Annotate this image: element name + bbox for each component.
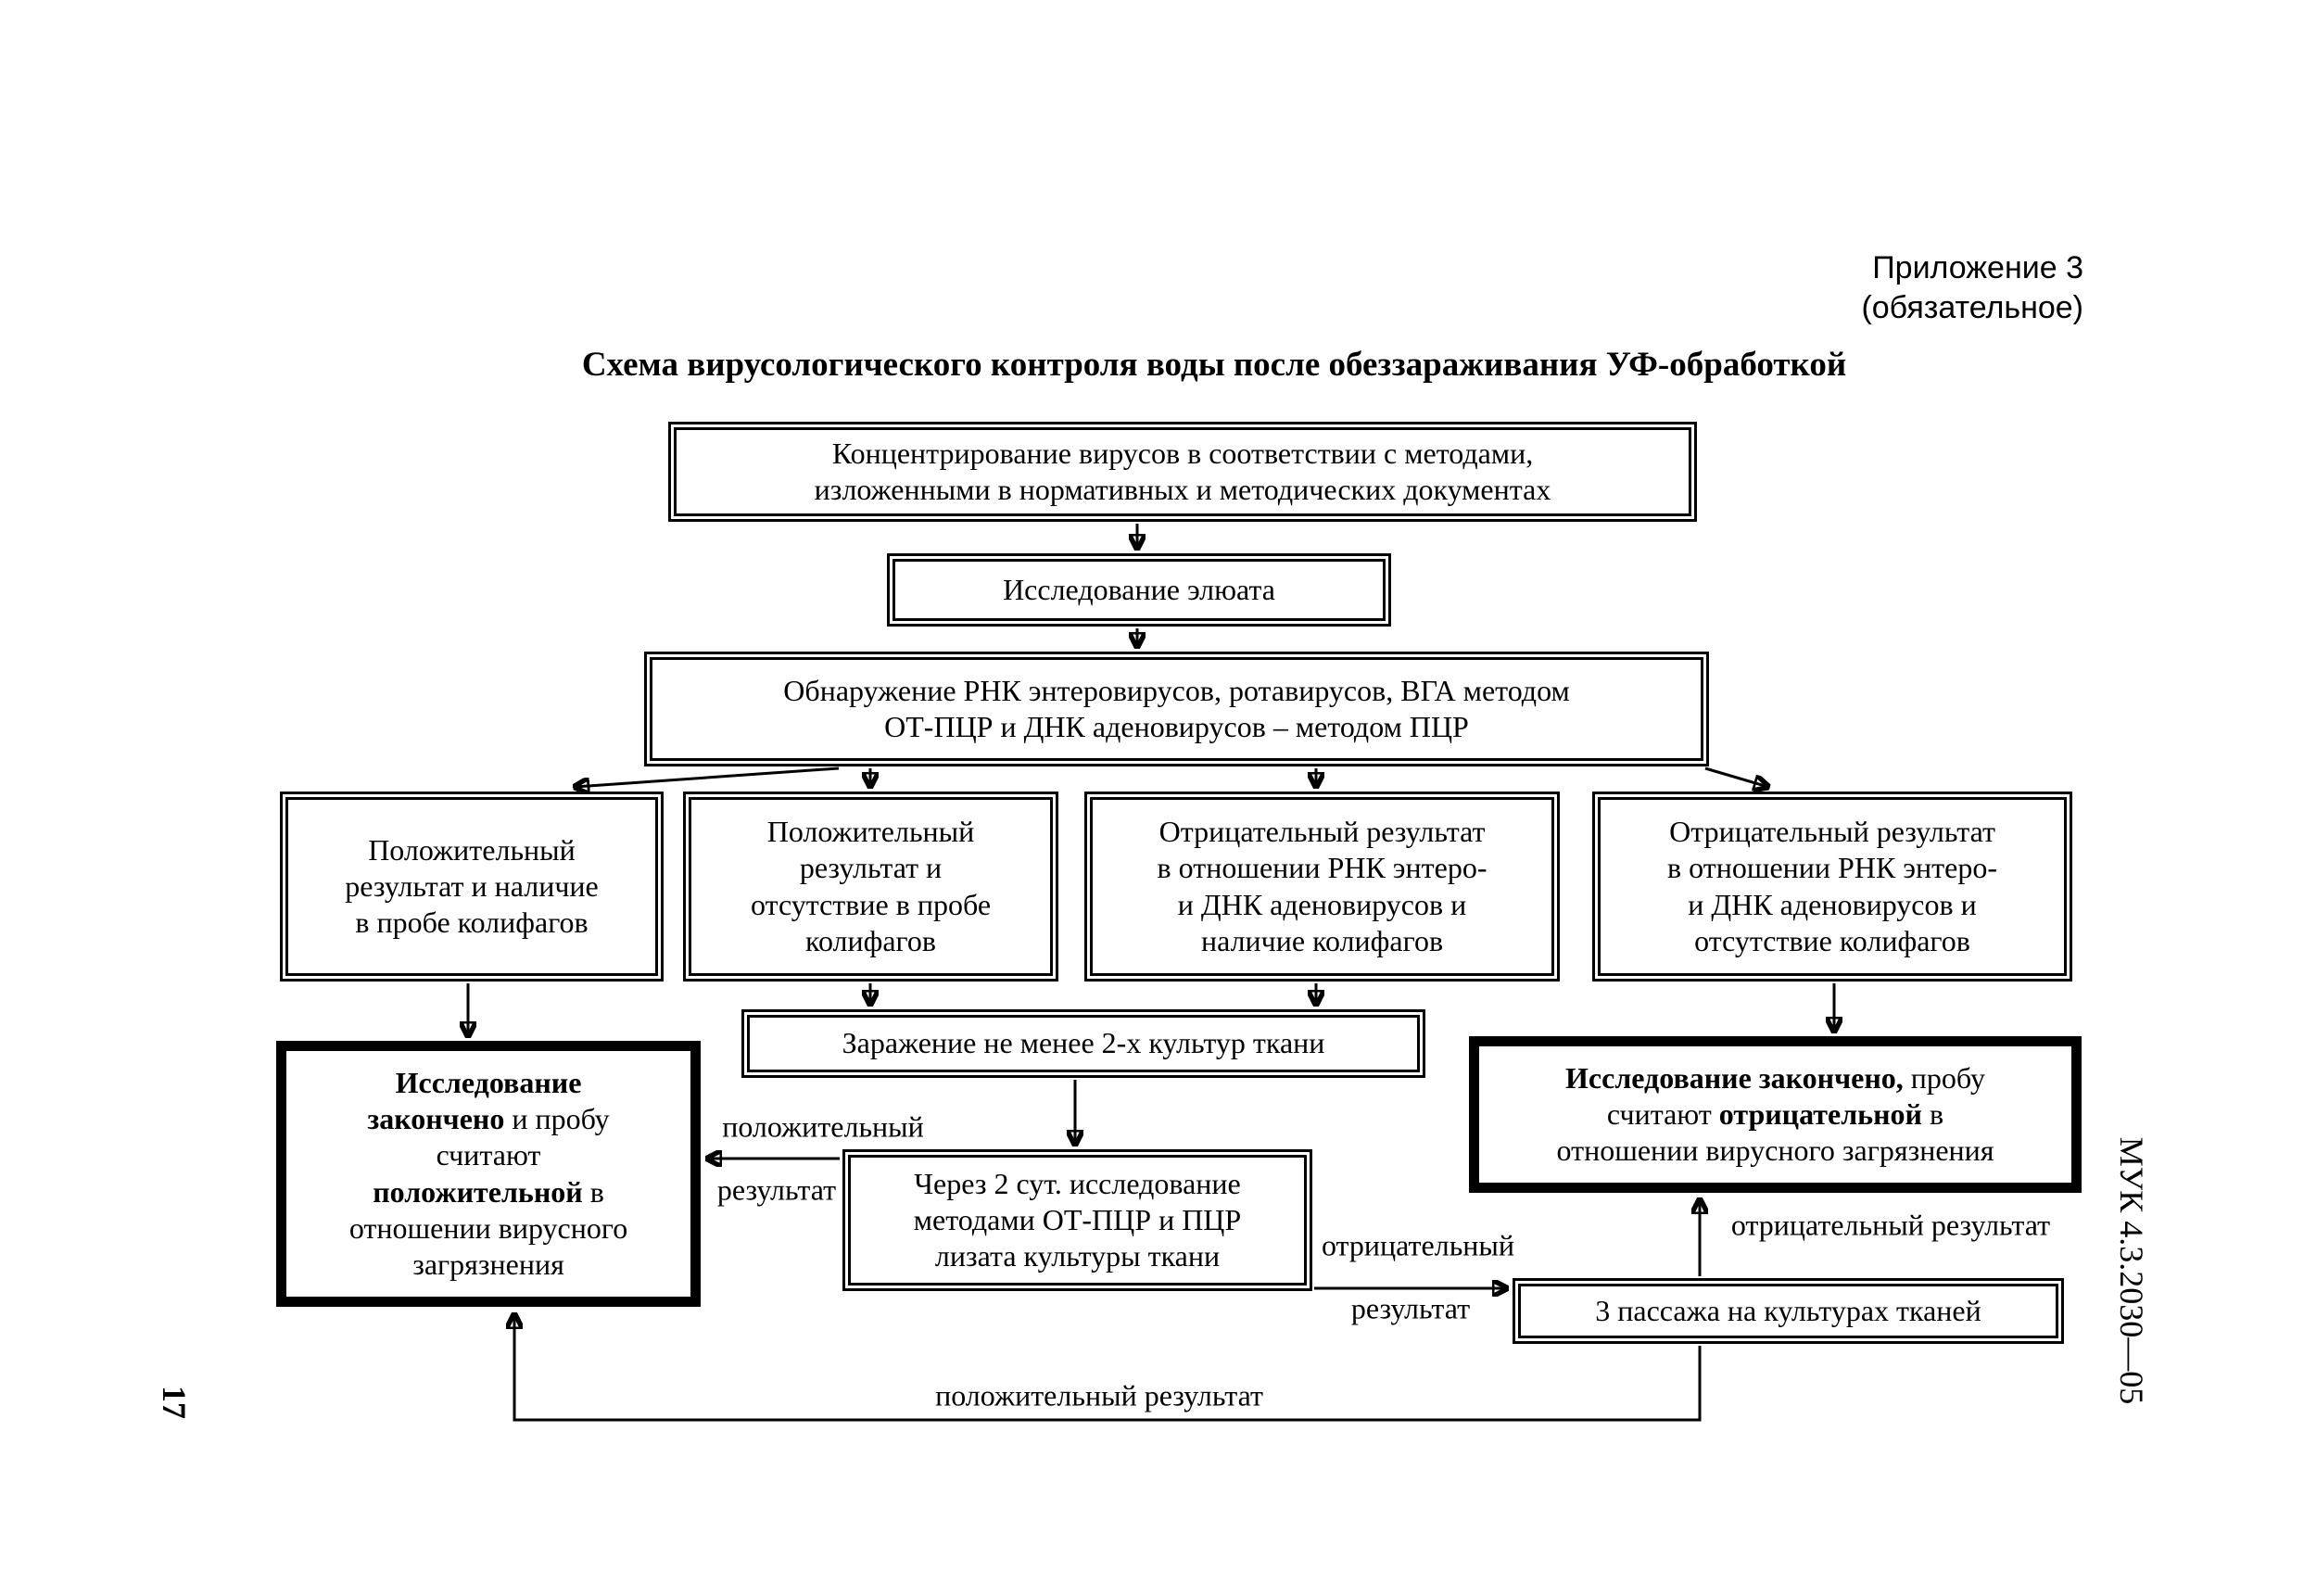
box-finished-negative: Исследование закончено, пробу считают от… xyxy=(1469,1036,2082,1193)
edge-label-positive-result-bottom: положительный результат xyxy=(931,1378,1267,1413)
box-line: отношении вирусного загрязнения xyxy=(1556,1134,1994,1168)
page-number: 17 xyxy=(156,1386,193,1419)
box-line: положительной в xyxy=(373,1174,604,1209)
edge-label-negative-result-line2: результат xyxy=(1347,1291,1475,1326)
box-infection: Заражение не менее 2-х культур ткани xyxy=(741,1009,1425,1078)
box-line: отсутствие колифагов xyxy=(1694,923,1970,957)
box-line: закончено и пробу xyxy=(367,1102,610,1136)
box-infection-line: Заражение не менее 2-х культур ткани xyxy=(842,1026,1325,1060)
edge-label-positive-result-line2: результат xyxy=(713,1172,841,1208)
box-line: Положительный xyxy=(766,815,975,849)
box-finished-positive: Исследование закончено и пробу считают п… xyxy=(276,1041,701,1307)
box-line: в пробе колифагов xyxy=(355,906,589,940)
box-line: Положительный xyxy=(368,832,576,867)
box-concentration-line: изложенными в нормативных и методических… xyxy=(814,473,1551,506)
box-three-passages: 3 пассажа на культурах тканей xyxy=(1513,1278,2064,1344)
box-detection-line: ОТ-ПЦР и ДНК аденовирусов – методом ПЦР xyxy=(884,710,1469,743)
box-line: и ДНК аденовирусов и xyxy=(1177,887,1467,921)
box-line: в отношении РНК энтеро- xyxy=(1157,851,1487,885)
box-line: Исследование xyxy=(395,1066,582,1100)
box-positive-with-coliphages: Положительный результат и наличие в проб… xyxy=(280,792,664,982)
box-negative-without-coliphages: Отрицательный результат в отношении РНК … xyxy=(1592,792,2072,982)
box-eluate: Исследование элюата xyxy=(887,553,1391,627)
box-line: результат и xyxy=(799,851,943,885)
annex-type: (обязательное) xyxy=(1861,289,2083,325)
box-line: результат и наличие xyxy=(345,868,599,903)
annex-number: Приложение 3 xyxy=(1872,250,2083,285)
box-line: загрязнения xyxy=(412,1247,564,1281)
box-line: Отрицательный результат xyxy=(1158,815,1486,849)
box-line: Отрицательный результат xyxy=(1669,815,1995,849)
box-eluate-line: Исследование элюата xyxy=(1003,572,1275,606)
box-line: лизата культуры ткани xyxy=(934,1239,1221,1273)
box-line: наличие колифагов xyxy=(1200,923,1444,957)
box-line: Исследование закончено, пробу xyxy=(1565,1060,1985,1095)
box-line: считают xyxy=(436,1138,541,1172)
edge-label-positive-result-line1: положительный xyxy=(718,1109,928,1145)
edge-label-negative-result-line1: отрицательный xyxy=(1317,1228,1519,1263)
page-title: Схема вирусологического контроля воды по… xyxy=(581,346,1847,384)
box-line: отсутствие в пробе xyxy=(750,887,992,921)
box-concentration-line: Концентрирование вирусов в соответствии … xyxy=(831,436,1534,470)
box-positive-without-coliphages: Положительный результат и отсутствие в п… xyxy=(683,792,1058,982)
box-negative-with-coliphages: Отрицательный результат в отношении РНК … xyxy=(1084,792,1560,982)
box-detection-line: Обнаружение РНК энтеровирусов, ротавирус… xyxy=(783,673,1570,707)
box-two-days-study: Через 2 сут. исследование методами ОТ-ПЦ… xyxy=(842,1149,1312,1291)
box-detection: Обнаружение РНК энтеровирусов, ротавирус… xyxy=(644,652,1709,766)
box-line: методами ОТ-ПЦР и ПЦР xyxy=(913,1202,1242,1236)
box-line: и ДНК аденовирусов и xyxy=(1688,887,1977,921)
box-concentration: Концентрирование вирусов в соответствии … xyxy=(668,422,1697,522)
box-line: в отношении РНК энтеро- xyxy=(1667,851,1997,885)
annex-header: Приложение 3 (обязательное) xyxy=(1861,248,2083,327)
edge-label-negative-result-right: отрицательный результат xyxy=(1727,1208,2055,1243)
box-passages-line: 3 пассажа на культурах тканей xyxy=(1595,1293,1981,1327)
document-code-vertical: МУК 4.3.2030—05 xyxy=(2113,1136,2150,1405)
box-line: колифагов xyxy=(805,923,936,957)
box-line: Через 2 сут. исследование xyxy=(914,1166,1241,1200)
box-line: считают отрицательной в xyxy=(1606,1096,1944,1131)
box-line: отношении вирусного xyxy=(348,1210,628,1245)
